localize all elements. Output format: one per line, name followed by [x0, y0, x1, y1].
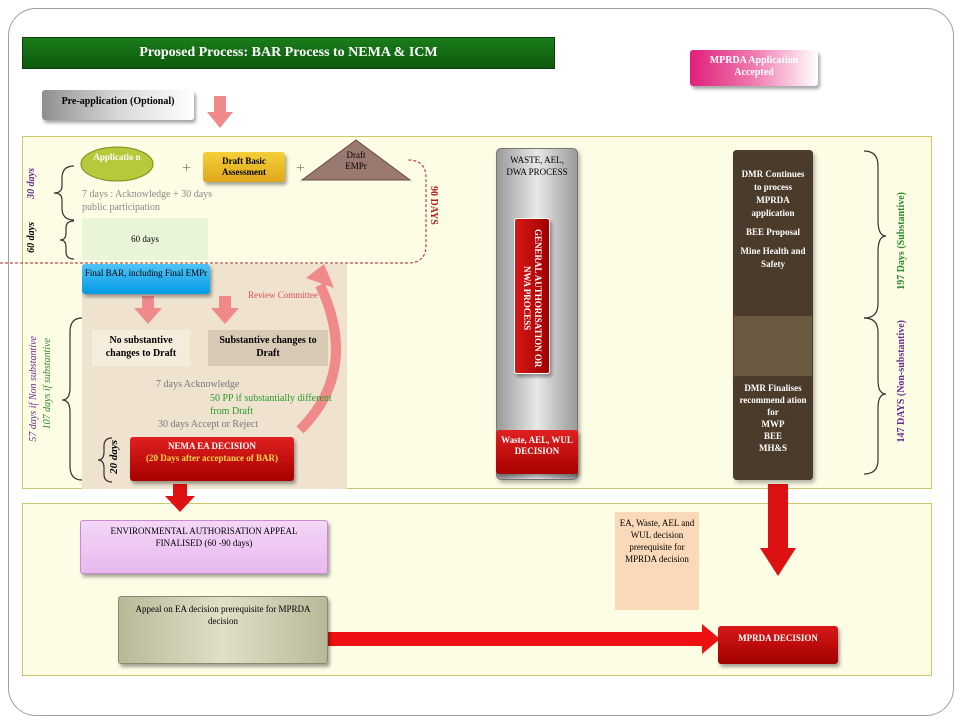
review-committee-label: Review Committee — [248, 290, 318, 300]
general-authorisation-box: GENERAL AUTHORISATION OR NWA PROCESS — [514, 218, 550, 374]
env-appeal-box: ENVIRONMENTAL AUTHORISATION APPEAL FINAL… — [80, 520, 328, 574]
env-appeal-text: ENVIRONMENTAL AUTHORISATION APPEAL FINAL… — [110, 526, 298, 548]
waste-column-title: WASTE, AEL, DWA PROCESS — [506, 155, 568, 177]
plus-sign-1: + — [182, 160, 192, 177]
pink-arrow-right — [211, 296, 239, 324]
sixty-days-label: 60 days — [26, 222, 37, 253]
appeal-prereq-box: Appeal on EA decision prerequisite for M… — [118, 596, 328, 664]
pre-application-text: Pre-application (Optional) — [61, 96, 175, 107]
appeal-prereq-text: Appeal on EA decision prerequisite for M… — [135, 604, 311, 626]
draft-empr-text: Draft EMPr — [345, 150, 367, 171]
page-title: Proposed Process: BAR Process to NEMA & … — [22, 37, 555, 69]
mhs-text: MH&S — [759, 443, 787, 453]
sixty-days-box: 60 days — [82, 218, 208, 260]
ninety-days-label: 90 DAYS — [428, 186, 439, 225]
substantive-text: Substantive changes to Draft — [219, 335, 317, 359]
pink-arrow-left — [134, 296, 162, 324]
mwp-text: MWP — [761, 419, 785, 429]
brace-197days — [863, 150, 887, 319]
non-substantive-days: 57 days if Non substantive — [28, 336, 39, 442]
dmr-continues-text: DMR Continues to process MPRDA applicati… — [741, 169, 805, 218]
draft-basic-text: Draft Basic Assessment — [222, 156, 266, 177]
thirty-accept-text: 30 days Accept or Reject — [158, 419, 258, 430]
dmr-finalises-text: DMR Finalises recommend ation for — [739, 383, 807, 417]
red-down-arrow-mprda — [760, 484, 796, 576]
pre-application-box: Pre-application (Optional) — [42, 90, 194, 120]
application-label: Applicatio n — [92, 152, 142, 163]
nema-decision-box: NEMA EA DECISION (20 Days after acceptan… — [130, 437, 294, 481]
nema-decision-title: NEMA EA DECISION — [167, 441, 257, 451]
brace-147days — [863, 317, 887, 475]
dotted-90days-line — [0, 159, 427, 264]
nema-decision-subtitle: (20 Days after acceptance of BAR) — [145, 453, 279, 463]
application-text: Applicatio n — [93, 152, 141, 162]
mprda-accepted-box: MPRDA Application Accepted — [690, 50, 818, 86]
bee-proposal-text: BEE Proposal — [745, 227, 801, 237]
no-substantive-box: No substantive changes to Draft — [92, 330, 190, 366]
twenty-days-label: 20 days — [108, 440, 120, 474]
application-ellipse — [80, 146, 154, 182]
pink-down-arrow-top — [207, 96, 233, 128]
plus-sign-2: + — [296, 160, 306, 177]
sixty-days-box-text: 60 days — [131, 234, 159, 244]
final-bar-text: Final BAR, including Final EMPr — [84, 268, 208, 278]
dmr-finalises-box: DMR Finalises recommend ation for MWP BE… — [733, 376, 813, 480]
thirty-days-label: 30 days — [26, 168, 37, 199]
review-loop-arrowhead — [306, 264, 334, 288]
general-authorisation-text: GENERAL AUTHORISATION OR NWA PROCESS — [522, 228, 543, 368]
seven-days-pp-text: 7 days : Acknowledge + 30 days public pa… — [82, 189, 213, 213]
brace-57days — [61, 317, 83, 481]
final-bar-box: Final BAR, including Final EMPr — [82, 264, 210, 294]
substantive-days: 107 days if substantive — [42, 338, 53, 430]
bee-text: BEE — [763, 431, 782, 441]
ea-waste-prereq-text: EA, Waste, AEL and WUL decision prerequi… — [619, 518, 695, 564]
draft-basic-box: Draft Basic Assessment — [203, 152, 285, 182]
substantive-box: Substantive changes to Draft — [208, 330, 328, 366]
waste-decision-text: Waste, AEL, WUL DECISION — [501, 435, 573, 456]
no-substantive-text: No substantive changes to Draft — [105, 335, 177, 359]
dmr-continues-box: DMR Continues to process MPRDA applicati… — [733, 150, 813, 316]
waste-decision-box: Waste, AEL, WUL DECISION — [496, 430, 578, 474]
mprda-decision-box: MPRDA DECISION — [718, 626, 838, 664]
draft-empr-triangle — [300, 139, 412, 181]
mprda-accepted-text: MPRDA Application Accepted — [709, 55, 799, 78]
draft-empr-label: Draft EMPr — [336, 150, 376, 172]
red-right-arrow — [312, 624, 720, 654]
brace-20days — [97, 437, 113, 483]
mine-health-text: Mine Health and Safety — [740, 246, 806, 269]
ea-waste-prereq-box: EA, Waste, AEL and WUL decision prerequi… — [615, 512, 699, 610]
fifty-pp-text: 50 PP if substantially different from Dr… — [210, 393, 332, 417]
seven-days-ack-text: 7 days Acknowledge — [156, 379, 240, 390]
days-197-label: 197 Days (Substantive) — [896, 192, 907, 290]
brace-60days — [59, 220, 75, 260]
red-down-arrow-appeal — [165, 484, 195, 512]
brace-7days — [53, 165, 75, 221]
mprda-decision-text: MPRDA DECISION — [738, 633, 818, 643]
days-147-label: 147 DAYS (Non-substantive) — [896, 320, 907, 443]
review-loop-arrow — [296, 282, 341, 434]
